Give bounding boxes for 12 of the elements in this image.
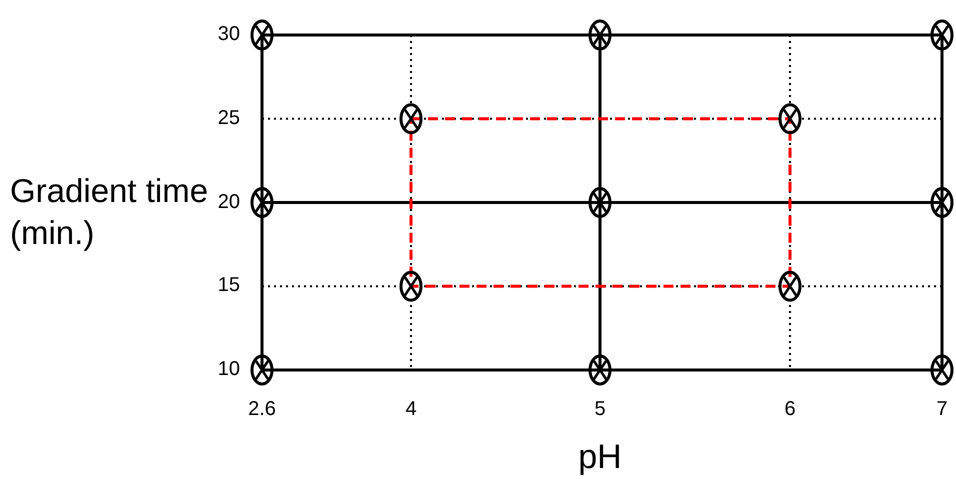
tick-label: 7 [936,398,948,421]
tick-label: 15 [218,274,240,298]
tick-label: 2.6 [248,398,276,421]
tick-label: 5 [594,398,606,421]
tick-label: 6 [784,398,796,421]
tick-label: 25 [218,106,240,130]
tick-label: 20 [218,190,240,214]
tick-label: 30 [218,23,240,46]
axis-title: pH [578,438,622,477]
tick-label: 4 [405,398,417,421]
axis-title: Gradient time (min.) [10,171,210,253]
tick-label: 10 [218,358,240,381]
